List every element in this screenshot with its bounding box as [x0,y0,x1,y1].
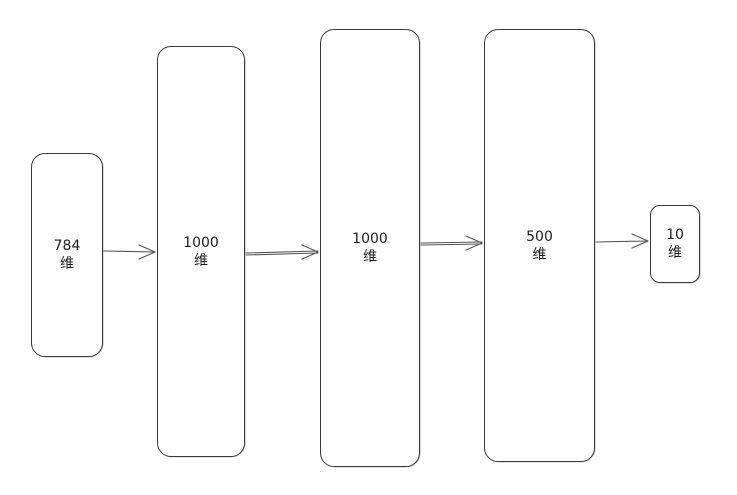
hidden-layer-3-unit: 维 [532,246,547,263]
hidden-layer-2-label: 1000 维 [352,230,388,266]
arrow-hidden-1-to-hidden-2 [245,244,319,260]
hidden-layer-3-dim: 500 [526,228,553,245]
input-layer-box: 784 维 [31,153,103,357]
input-layer-label: 784 维 [54,237,81,273]
hidden-layer-1-dim: 1000 [183,234,219,251]
arrow-hidden-3-to-output [595,233,649,249]
hidden-layer-2-unit: 维 [362,249,377,265]
hidden-layer-3-label: 500 维 [526,228,553,264]
input-layer-dim: 784 [53,238,81,254]
arrow-input-to-hidden-1 [103,244,156,260]
output-layer-box: 10 维 [650,205,700,283]
input-layer-unit: 维 [59,256,74,272]
output-layer-dim: 10 [666,227,684,243]
hidden-layer-3-box: 500 维 [484,29,595,462]
output-layer-label: 10 维 [666,226,684,262]
hidden-layer-2-dim: 1000 [352,231,388,247]
hidden-layer-1-unit: 维 [193,252,208,269]
hidden-layer-2-box: 1000 维 [320,29,420,467]
arrow-hidden-2-to-hidden-3 [420,235,483,251]
output-layer-unit: 维 [667,245,682,261]
hidden-layer-1-box: 1000 维 [157,46,245,457]
hidden-layer-1-label: 1000 维 [183,234,219,270]
